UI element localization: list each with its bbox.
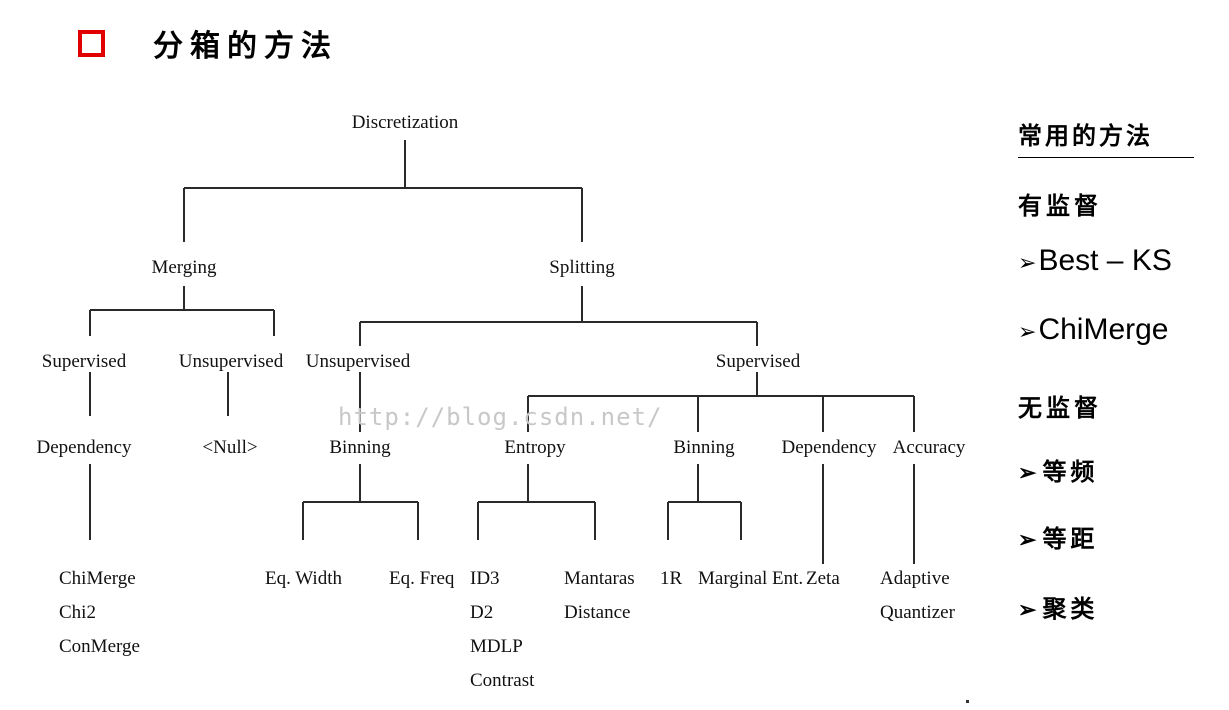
- tree-connectors: [89, 140, 915, 564]
- method-equal-frequency-label: 等频: [1042, 457, 1099, 486]
- method-best-ks-label: Best – KS: [1038, 244, 1172, 277]
- method-chimerge: ➢ChiMerge: [1018, 313, 1169, 347]
- arrow-bullet-icon: ➢: [1018, 319, 1037, 344]
- leaf-quantizer: Quantizer: [880, 602, 955, 623]
- method-equal-width: ➢等距: [1018, 519, 1098, 554]
- leaf-chi2: Chi2: [59, 602, 96, 623]
- method-equal-width-label: 等距: [1042, 524, 1099, 553]
- checkbox-bullet-icon: [78, 29, 105, 57]
- node-entropy: Entropy: [504, 437, 566, 458]
- leaf-marginal-ent: Marginal Ent.: [698, 568, 804, 589]
- method-best-ks: ➢Best – KS: [1018, 244, 1172, 278]
- node-merging-unsupervised: Unsupervised: [178, 351, 284, 372]
- leaf-id3-group: ID3 D2 MDLP Contrast: [470, 562, 534, 698]
- arrow-bullet-icon: ➢: [1018, 527, 1041, 553]
- node-splitting-supervised: Supervised: [715, 351, 801, 372]
- leaf-d2: D2: [470, 602, 494, 623]
- category-supervised: 有监督: [1018, 186, 1102, 221]
- leaf-contrast: Contrast: [470, 670, 535, 691]
- slide-title-row: 分箱的方法: [78, 20, 338, 66]
- node-splitting: Splitting: [549, 257, 615, 278]
- method-clustering: ➢聚类: [1018, 589, 1098, 624]
- leaf-zeta: Zeta: [806, 568, 840, 589]
- leaf-mantaras-group: Mantaras Distance: [564, 562, 635, 630]
- arrow-bullet-icon: ➢: [1018, 597, 1041, 623]
- method-clustering-label: 聚类: [1042, 594, 1099, 623]
- stray-dot: [966, 700, 969, 703]
- node-discretization: Discretization: [351, 112, 459, 133]
- arrow-bullet-icon: ➢: [1018, 460, 1041, 486]
- leaf-id3: ID3: [470, 568, 500, 589]
- leaf-adaptive: Adaptive: [880, 568, 950, 589]
- method-equal-frequency: ➢等频: [1018, 452, 1098, 487]
- node-unsupervised-binning: Binning: [329, 437, 391, 458]
- watermark: http://blog.csdn.net/: [338, 403, 663, 431]
- leaf-eq-freq: Eq. Freq: [389, 568, 455, 589]
- slide-title: 分箱的方法: [153, 29, 338, 64]
- node-merging: Merging: [151, 257, 217, 278]
- node-accuracy: Accuracy: [892, 437, 966, 458]
- node-merging-supervised: Supervised: [41, 351, 127, 372]
- leaf-chimerge: ChiMerge: [59, 568, 136, 589]
- leaf-1r: 1R: [660, 568, 683, 589]
- leaf-distance: Distance: [564, 602, 631, 623]
- node-supervised-dependency: Dependency: [781, 437, 877, 458]
- category-unsupervised: 无监督: [1018, 388, 1102, 423]
- leaf-mantaras: Mantaras: [564, 568, 635, 589]
- leaf-conmerge: ConMerge: [59, 636, 140, 657]
- node-supervised-binning: Binning: [673, 437, 735, 458]
- node-null: <Null>: [202, 437, 258, 458]
- discretization-diagram: http://blog.csdn.net/ Discretization Mer…: [36, 100, 969, 705]
- leaf-adaptive-group: Adaptive Quantizer: [880, 562, 955, 630]
- category-supervised-label: 有监督: [1018, 191, 1102, 220]
- leaf-mdlp: MDLP: [470, 636, 523, 657]
- category-unsupervised-label: 无监督: [1018, 393, 1102, 422]
- arrow-bullet-icon: ➢: [1018, 250, 1037, 275]
- methods-heading: 常用的方法: [1018, 116, 1194, 158]
- leaf-chimerge-group: ChiMerge Chi2 ConMerge: [59, 562, 140, 664]
- method-chimerge-label: ChiMerge: [1038, 313, 1169, 346]
- node-splitting-unsupervised: Unsupervised: [305, 351, 411, 372]
- leaf-eq-width: Eq. Width: [265, 568, 342, 589]
- node-merging-dependency: Dependency: [36, 437, 132, 458]
